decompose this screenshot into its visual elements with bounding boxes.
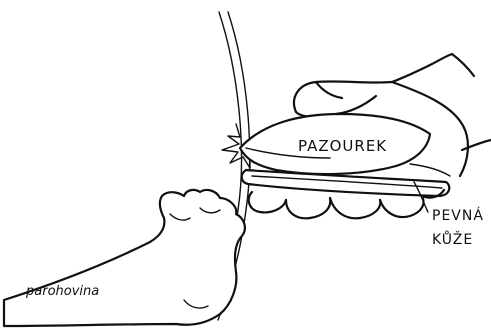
antler-label: parohovina	[25, 284, 99, 299]
flint-label: PAZOUREK	[298, 137, 387, 155]
antler-tool	[4, 190, 245, 326]
flint-piece: PAZOUREK	[240, 114, 430, 174]
leather-label-line2: KŮŽE	[432, 230, 473, 248]
leather-label-line1: PEVNÁ	[432, 207, 484, 224]
